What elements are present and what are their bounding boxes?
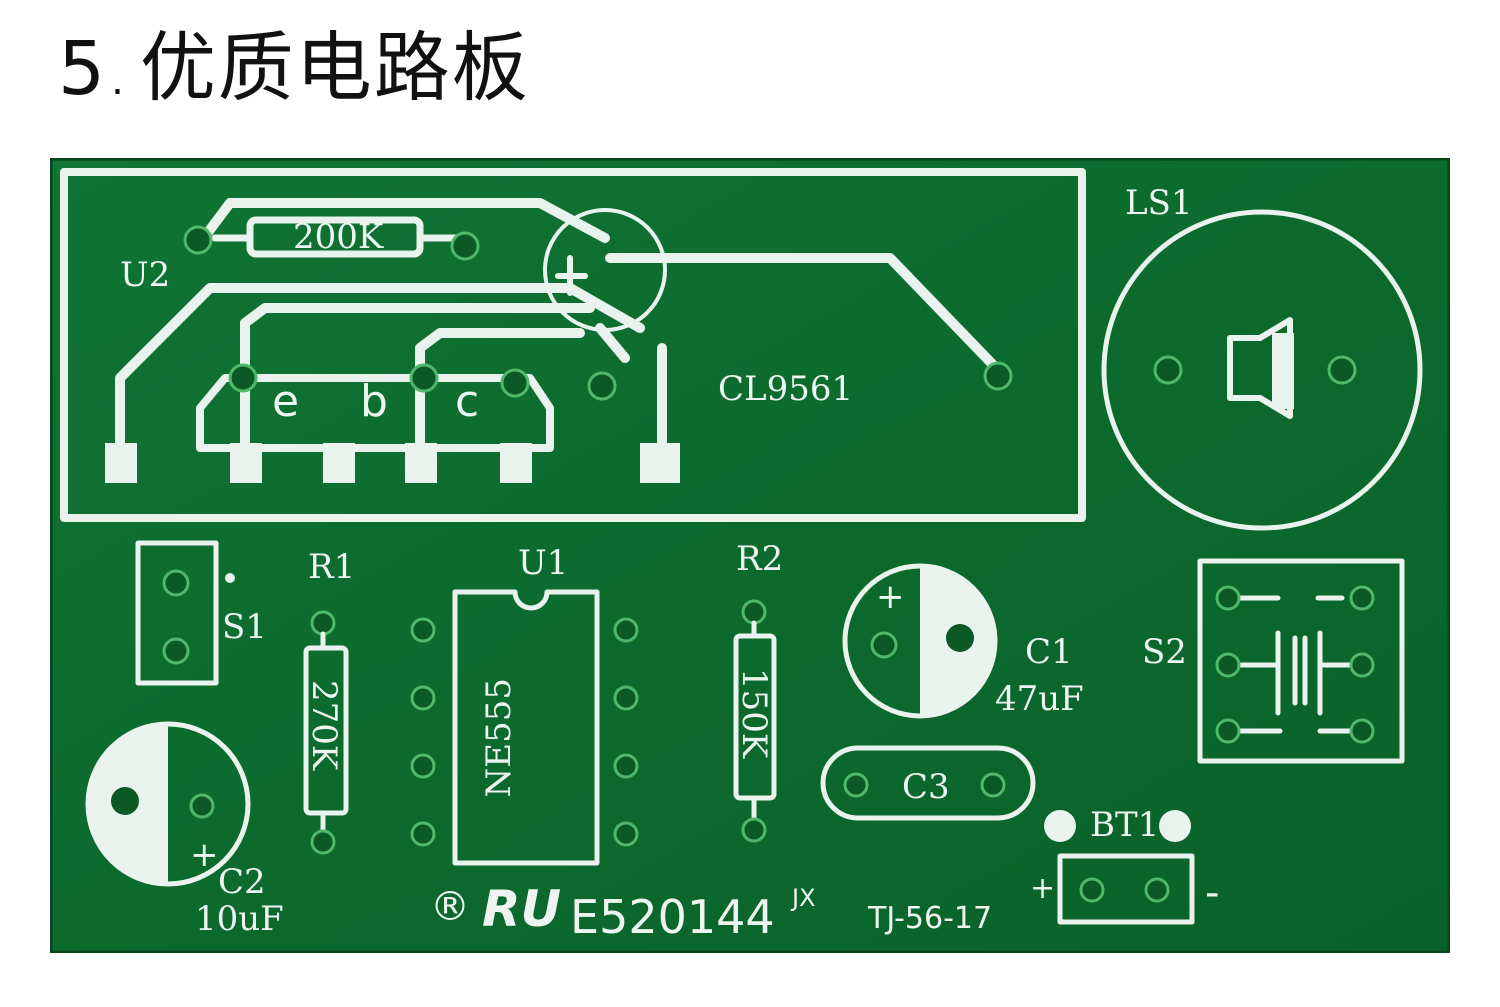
c2-plus: + [190, 835, 219, 875]
speaker-outline [1101, 209, 1423, 531]
label-r2: R2 [736, 539, 783, 579]
pcb-photo: 200K e b c U2 CL9561 LS1 S1 R1 [50, 158, 1450, 953]
label-10uf: 10uF [195, 899, 284, 939]
label-47uf: 47uF [995, 679, 1084, 719]
label-ls1: LS1 [1125, 183, 1193, 223]
ebc-pads [105, 443, 680, 483]
label-200k: 200K [293, 217, 384, 257]
speaker-icon [1227, 317, 1293, 419]
c1-plus: + [876, 577, 905, 617]
u2-outline [60, 168, 1086, 522]
r2-body [733, 633, 777, 801]
label-s1: S1 [222, 607, 267, 647]
holes-upper [183, 225, 1013, 401]
u1-pin-holes [410, 617, 639, 847]
label-c2: C2 [218, 862, 266, 902]
label-c: c [455, 376, 479, 427]
label-u2: U2 [120, 255, 170, 295]
registered-mark: ® [430, 884, 470, 930]
label-270k: 270K [304, 680, 344, 771]
label-r1: R1 [308, 547, 355, 587]
label-ne555: NE555 [479, 678, 519, 797]
c3-outline [820, 745, 1036, 821]
ul-logo: RU [482, 880, 561, 938]
transistor-outline [543, 208, 667, 332]
model-number: TJ-56-17 [867, 901, 992, 936]
label-jx: JX [790, 884, 816, 912]
s2-holes [1215, 585, 1375, 744]
label-c3: C3 [902, 767, 950, 807]
ebc-header-outline [196, 374, 554, 452]
bt1-plus: + [1030, 871, 1055, 906]
pcb-board: 200K e b c U2 CL9561 LS1 S1 R1 [50, 158, 1450, 953]
label-cl9561: CL9561 [718, 369, 853, 409]
bt1-outline [1057, 853, 1195, 925]
s1-outline [135, 540, 219, 686]
label-bt1: BT1 [1090, 805, 1159, 845]
label-150k: 150K [734, 668, 774, 759]
heading-text: 优质电路板 [139, 23, 530, 112]
label-s2: S2 [1142, 632, 1187, 672]
heading-number: 5 [58, 26, 108, 112]
s2-outline [1197, 558, 1405, 764]
page-heading: 5. 优质电路板 [58, 18, 530, 131]
label-e: e [272, 376, 299, 427]
r1-body [303, 645, 349, 816]
heading-dot: . [111, 58, 126, 104]
bt1-minus: - [1205, 870, 1219, 916]
label-c1: C1 [1025, 632, 1073, 672]
cert-number: E520144 [570, 890, 775, 944]
u1-outline [452, 589, 600, 866]
label-u1: U1 [518, 543, 568, 583]
label-b: b [360, 376, 388, 427]
